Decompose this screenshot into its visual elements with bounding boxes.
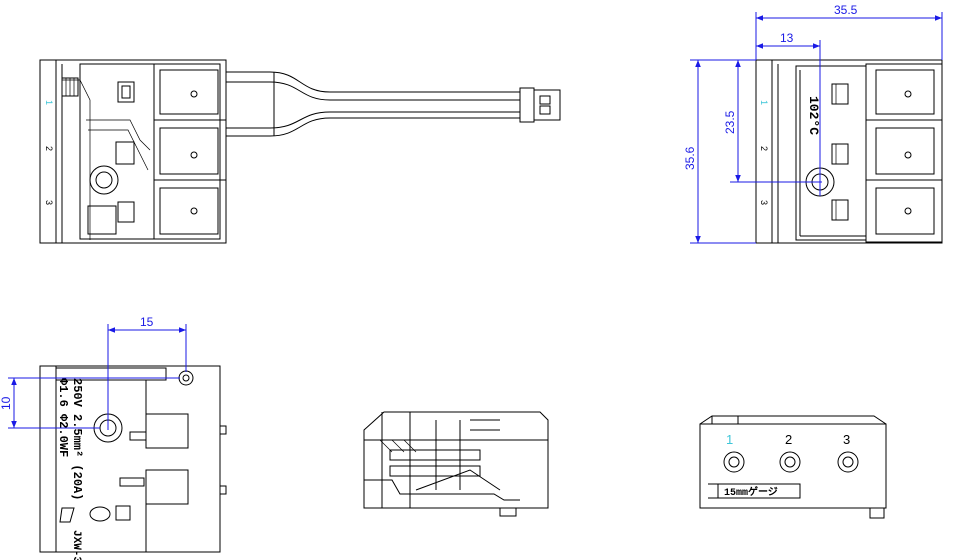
dimension-width-partial-label: 13 bbox=[780, 31, 794, 45]
dimension-bottom-height-label: 10 bbox=[0, 396, 13, 410]
pin-label-2-front: 2 bbox=[785, 432, 792, 447]
dimension-width-partial: 13 bbox=[756, 31, 821, 196]
gauge-box bbox=[717, 483, 801, 499]
model-label: JXW-3-L bbox=[70, 530, 82, 560]
top-right-view: 102°C 1 2 3 35.5 13 35.6 23.5 bbox=[683, 3, 943, 244]
temp-label: 102°C bbox=[806, 96, 821, 135]
pin-label-3-right: 3 bbox=[759, 200, 769, 205]
dimension-height-total: 35.6 bbox=[683, 59, 756, 244]
bottom-left-view: 250V 2.5mm² (20A) Φ1.6 Φ2.0WF JXW-3-L 15… bbox=[0, 315, 227, 560]
dimension-width-total: 35.5 bbox=[755, 3, 943, 60]
pin-label-1-right: 1 bbox=[759, 100, 769, 105]
cert-mark-ul-icon bbox=[59, 507, 75, 523]
print-line-1: 250V 2.5mm² (20A) bbox=[70, 378, 84, 500]
dimension-bottom-height: 10 bbox=[0, 377, 180, 429]
dimension-height-partial-label: 23.5 bbox=[723, 110, 737, 134]
pin-label-1-front: 1 bbox=[726, 432, 733, 447]
dimension-height-partial: 23.5 bbox=[723, 60, 822, 183]
pin-label-2-right: 2 bbox=[759, 146, 769, 151]
top-left-view: 1 2 3 bbox=[39, 59, 561, 244]
pin-label-2: 2 bbox=[44, 146, 54, 151]
dimension-bottom-width: 15 bbox=[107, 315, 187, 430]
bottom-right-front-view: 1 2 3 15mmゲージ bbox=[699, 415, 887, 519]
cert-mark-ps-icon bbox=[115, 505, 131, 521]
cert-mark-jet-icon bbox=[89, 506, 111, 522]
pin-label-3-front: 3 bbox=[843, 432, 850, 447]
pin-label-1: 1 bbox=[44, 100, 54, 105]
print-line-2: Φ1.6 Φ2.0WF bbox=[56, 378, 70, 457]
pin-label-3: 3 bbox=[44, 200, 54, 205]
dimension-bottom-width-label: 15 bbox=[140, 315, 154, 329]
dimension-height-total-label: 35.6 bbox=[683, 146, 697, 170]
dimension-width-total-label: 35.5 bbox=[834, 3, 858, 17]
bottom-center-side-view bbox=[363, 411, 549, 517]
gauge-label: 15mmゲージ bbox=[724, 485, 778, 499]
